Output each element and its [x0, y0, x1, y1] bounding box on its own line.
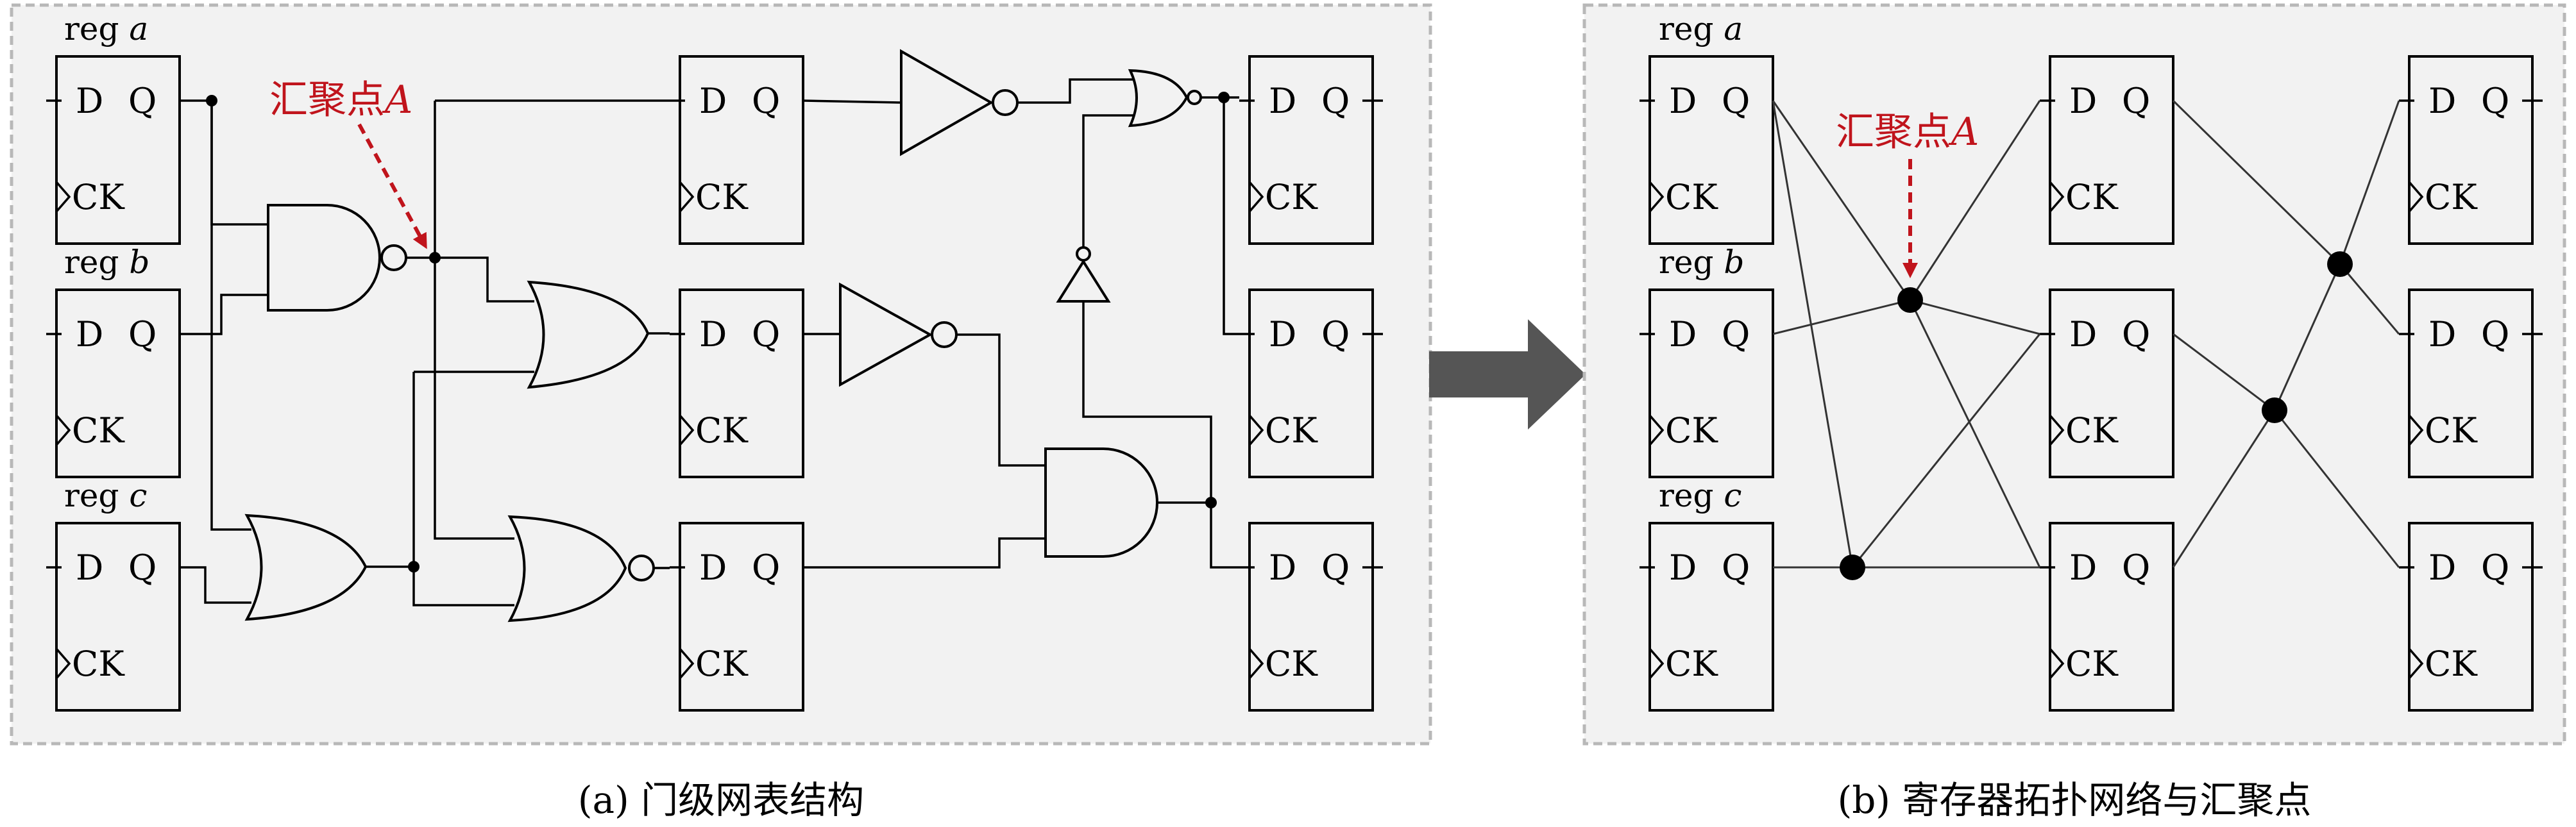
or-gate: [244, 514, 368, 621]
pin-ck-label: CK: [695, 410, 749, 451]
pin-q-label: Q: [1321, 314, 1350, 355]
pin-q-label: Q: [1722, 547, 1750, 588]
pin-q-label: Q: [2481, 547, 2509, 588]
convergence-arrow: [357, 123, 427, 249]
pin-d-label: D: [1669, 314, 1697, 355]
pin-ck-label: CK: [1665, 177, 1718, 217]
logic-gates: [244, 49, 1202, 622]
pin-q-label: Q: [2481, 314, 2509, 355]
pin-q-label: Q: [752, 547, 780, 588]
pin-q-label: Q: [1722, 314, 1750, 355]
pin-labels: D Q CK D Q CK D Q CK D Q CK D Q CK D Q C…: [72, 81, 1350, 684]
pin-d-label: D: [2069, 314, 2097, 355]
pin-ck-label: CK: [1265, 644, 1318, 684]
pin-ck-label: CK: [2065, 410, 2119, 451]
pin-d-label: D: [2428, 81, 2456, 121]
and-gate: [1044, 447, 1158, 558]
panel-register-topology: D Q CK D Q CK D Q CK D Q CK D Q CK D Q C…: [1582, 3, 2566, 822]
pin-ck-label: CK: [72, 410, 125, 451]
pin-ck-label: CK: [695, 177, 749, 217]
pin-q-label: Q: [128, 314, 157, 355]
junction-dots: [206, 92, 1230, 572]
pin-ck-label: CK: [1265, 410, 1318, 451]
pin-ck-label: CK: [1665, 410, 1718, 451]
pin-d-label: D: [76, 547, 103, 588]
pin-q-label: Q: [1722, 81, 1750, 121]
transition-arrow: [1429, 319, 1586, 430]
pin-d-label: D: [699, 81, 727, 121]
pin-labels: D Q CK D Q CK D Q CK D Q CK D Q CK D Q C…: [1665, 81, 2509, 684]
pin-ck-label: CK: [2425, 177, 2478, 217]
pin-d-label: D: [1669, 547, 1697, 588]
pin-stubs: [1640, 99, 2543, 680]
convergence-nodes: [1840, 251, 2353, 580]
convergence-node: [2262, 397, 2287, 423]
panel-gate-netlist: D Q CK D Q CK D Q CK D Q CK D Q CK D Q C…: [10, 3, 1432, 822]
pin-d-label: D: [699, 314, 727, 355]
pin-ck-label: CK: [2065, 177, 2119, 217]
convergence-node: [2327, 251, 2353, 277]
pin-d-label: D: [1669, 81, 1697, 121]
flipflop-boxes: [55, 55, 1374, 712]
convergence-node: [1840, 555, 1865, 580]
pin-q-label: Q: [128, 547, 157, 588]
nor-gate: [1128, 69, 1189, 128]
pin-d-label: D: [2428, 547, 2456, 588]
reg-c-label: reg c: [64, 477, 147, 514]
pin-d-label: D: [76, 314, 103, 355]
pin-ck-label: CK: [2065, 644, 2119, 684]
nor-gate: [507, 515, 627, 622]
pin-q-label: Q: [2122, 547, 2150, 588]
flipflop-boxes: [1648, 55, 2534, 712]
caption-b: (b) 寄存器拓扑网络与汇聚点: [1838, 778, 2312, 822]
pin-q-label: Q: [2122, 81, 2150, 121]
pin-d-label: D: [76, 81, 103, 121]
pin-q-label: Q: [1321, 547, 1350, 588]
reg-c-label: reg c: [1659, 477, 1741, 514]
convergence-point-label: 汇聚点A: [269, 78, 412, 122]
pin-d-label: D: [1269, 547, 1296, 588]
pin-q-label: Q: [752, 314, 780, 355]
pin-d-label: D: [1269, 314, 1296, 355]
pin-ck-label: CK: [1265, 177, 1318, 217]
reg-a-label: reg a: [64, 10, 148, 47]
reg-a-label: reg a: [1659, 10, 1743, 47]
pin-stubs: [46, 99, 1383, 680]
reg-b-label: reg b: [1659, 244, 1744, 281]
caption-a: (a) 门级网表结构: [578, 778, 864, 822]
pin-d-label: D: [2428, 314, 2456, 355]
pin-q-label: Q: [128, 81, 157, 121]
pin-ck-label: CK: [2425, 644, 2478, 684]
reg-b-label: reg b: [64, 244, 149, 281]
pin-d-label: D: [699, 547, 727, 588]
pin-q-label: Q: [1321, 81, 1350, 121]
nand-gate: [267, 204, 381, 312]
or-gate: [527, 280, 650, 389]
pin-q-label: Q: [2122, 314, 2150, 355]
pin-ck-label: CK: [2425, 410, 2478, 451]
pin-d-label: D: [2069, 81, 2097, 121]
pin-q-label: Q: [2481, 81, 2509, 121]
convergence-point-label: 汇聚点A: [1836, 110, 1979, 155]
pin-ck-label: CK: [1665, 644, 1718, 684]
netlist-wires: [180, 78, 1239, 606]
pin-ck-label: CK: [72, 644, 125, 684]
pin-ck-label: CK: [72, 177, 125, 217]
pin-d-label: D: [2069, 547, 2097, 588]
pin-d-label: D: [1269, 81, 1296, 121]
pin-q-label: Q: [752, 81, 780, 121]
pin-ck-label: CK: [695, 644, 749, 684]
convergence-node: [1897, 287, 1923, 313]
